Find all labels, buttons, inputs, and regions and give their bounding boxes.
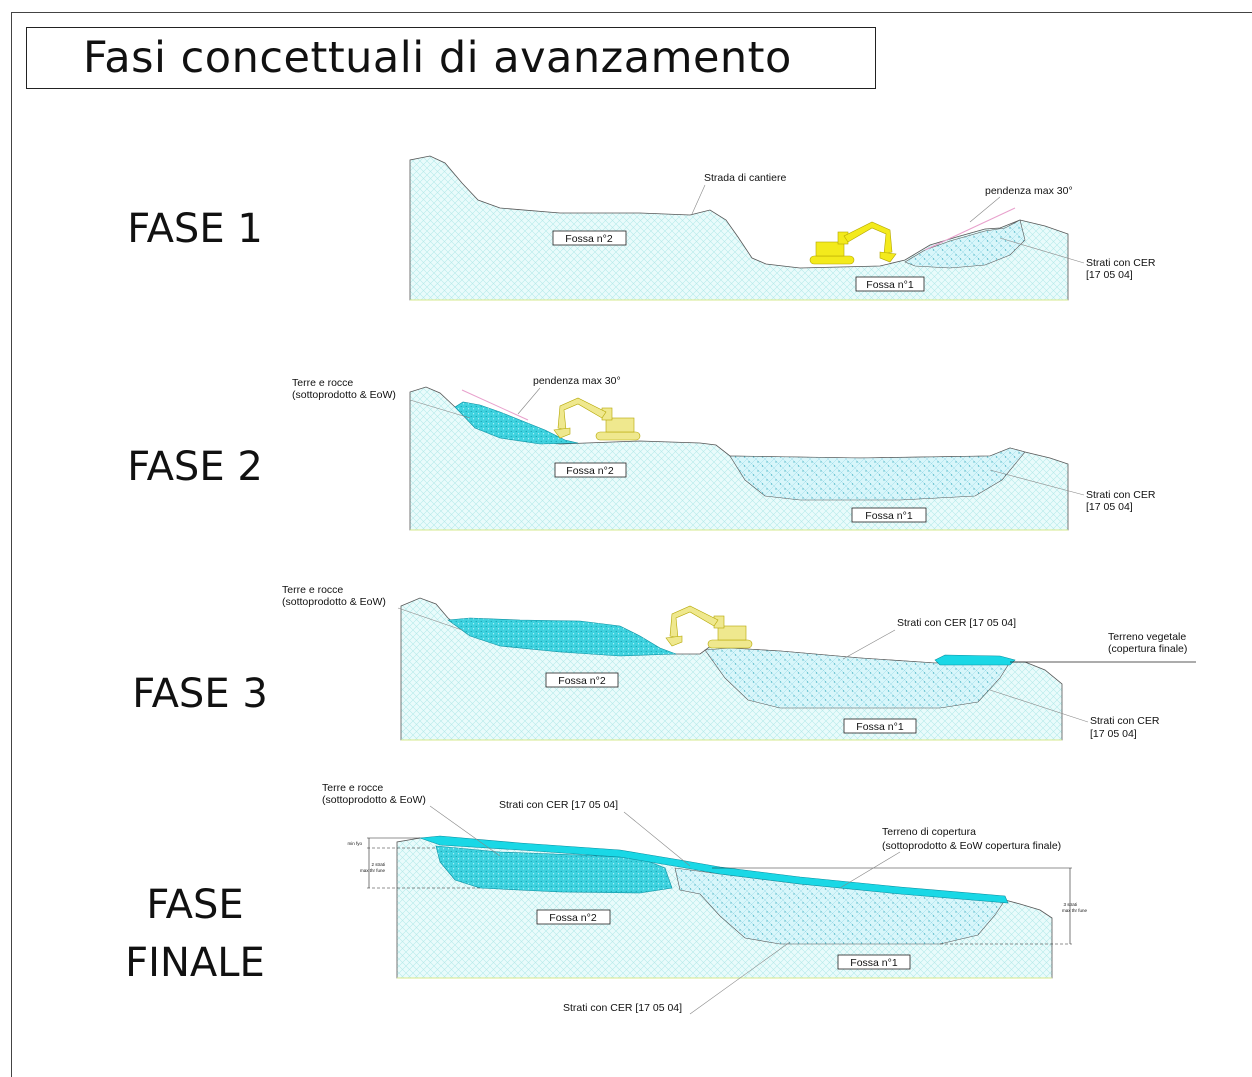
- phase-label-finale: FASE FINALE: [95, 876, 295, 992]
- phase-label-finale-line1: FASE: [146, 882, 244, 928]
- excavator-icon: [553, 397, 641, 441]
- label-fossa2-fase-3: Fossa n°2: [545, 672, 619, 688]
- label-fossa1-fase-1: Fossa n°1: [855, 276, 925, 292]
- label-strati-cer-fase-3-line2: [17 05 04]: [1090, 728, 1137, 740]
- slope-line-fase-2: [461, 389, 529, 421]
- svg-text:Fossa n°2: Fossa n°2: [566, 465, 614, 477]
- phase-label-finale-line2: FINALE: [125, 940, 265, 986]
- label-fossa2-fase-1: Fossa n°2: [552, 230, 627, 246]
- label-terre-rocce-fase-2-line1: Terre e rocce: [292, 377, 353, 389]
- label-fossa1-fase-finale: Fossa n°1: [837, 954, 911, 970]
- label-fossa2-fase-finale: Fossa n°2: [536, 909, 611, 925]
- label-terreno-vegetale-line2: (copertura finale): [1108, 643, 1187, 655]
- cer-layers-fase-1: [904, 219, 1026, 269]
- svg-text:Fossa n°2: Fossa n°2: [565, 233, 613, 245]
- label-strati-cer-fase-2-line2: [17 05 04]: [1086, 501, 1133, 513]
- page-title: Fasi concettuali di avanzamento: [83, 33, 792, 83]
- title-box: Fasi concettuali di avanzamento: [26, 27, 876, 89]
- svg-text:Fossa n°1: Fossa n°1: [865, 510, 913, 522]
- label-strati-cer-fase-3-inline: Strati con CER [17 05 04]: [897, 617, 1016, 629]
- ground-fase-1: [409, 155, 1069, 301]
- svg-text:Fossa n°1: Fossa n°1: [850, 957, 898, 969]
- eow-fill-fase-2: [454, 401, 579, 445]
- label-strati-cer-fase-2-line1: Strati con CER: [1086, 489, 1156, 501]
- label-dim-2strati-line2: max thr fune: [360, 868, 386, 873]
- label-terre-rocce-fase-3-line2: (sottoprodotto & EoW): [282, 596, 386, 608]
- section-fase-3: Terre e rocce (sottoprodotto & EoW) Stra…: [282, 584, 1196, 741]
- label-terreno-vegetale-line1: Terreno vegetale: [1108, 631, 1186, 643]
- label-strati-cer-fase-3-line1: Strati con CER: [1090, 715, 1160, 727]
- eow-fill-fase-3: [447, 617, 677, 657]
- section-fase-finale: min fyo 2 strati max thr fune 3 strati m…: [322, 782, 1088, 1015]
- label-dim-3strati-line2: max thr fune: [1062, 908, 1088, 913]
- label-fossa1-fase-2: Fossa n°1: [851, 507, 927, 523]
- label-strati-cer-fase-1-line1: Strati con CER: [1086, 257, 1156, 269]
- label-dim-min: min fyo: [347, 841, 362, 846]
- excavator-icon: [809, 221, 897, 265]
- terreno-vegetale-fase-3: [934, 654, 1016, 666]
- label-pendenza-fase-1: pendenza max 30°: [985, 185, 1073, 197]
- excavator-icon: [665, 605, 753, 649]
- label-dim-3strati-line1: 3 strati: [1063, 902, 1077, 907]
- cer-layers-fase-3: [704, 647, 1011, 709]
- section-fase-2: Terre e rocce (sottoprodotto & EoW) pend…: [292, 375, 1156, 531]
- eow-fill-fase-finale: [435, 845, 673, 894]
- drawing-frame: [11, 12, 1252, 1077]
- label-terre-rocce-finale-line1: Terre e rocce: [322, 782, 383, 794]
- label-strati-cer-fase-1-line2: [17 05 04]: [1086, 269, 1133, 281]
- label-terre-rocce-finale-line2: (sottoprodotto & EoW): [322, 794, 426, 806]
- phase-label-1: FASE 1: [127, 206, 263, 252]
- section-fase-1: Fossa n°2 Fossa n°1 Strada di cantiere p…: [409, 155, 1156, 301]
- phase-label-2: FASE 2: [127, 444, 263, 490]
- label-terreno-copertura-line1: Terreno di copertura: [882, 826, 976, 838]
- slope-line-fase-1: [924, 207, 1016, 251]
- label-pendenza-fase-2: pendenza max 30°: [533, 375, 621, 387]
- svg-text:Fossa n°1: Fossa n°1: [866, 279, 914, 291]
- label-strati-cer-finale-top: Strati con CER [17 05 04]: [499, 799, 618, 811]
- label-dim-2strati-line1: 2 strati: [371, 862, 385, 867]
- label-strati-cer-finale-bottom: Strati con CER [17 05 04]: [563, 1002, 682, 1014]
- label-fossa2-fase-2: Fossa n°2: [554, 462, 627, 478]
- label-terre-rocce-fase-3-line1: Terre e rocce: [282, 584, 343, 596]
- svg-text:Fossa n°1: Fossa n°1: [856, 721, 904, 733]
- phase-label-3: FASE 3: [132, 671, 268, 717]
- label-fossa1-fase-3: Fossa n°1: [843, 718, 917, 734]
- label-terre-rocce-fase-2-line2: (sottoprodotto & EoW): [292, 389, 396, 401]
- terreno-copertura-fase-finale: [419, 835, 1009, 904]
- cer-layers-fase-2: [729, 447, 1026, 501]
- label-strada-cantiere: Strada di cantiere: [704, 172, 786, 184]
- svg-text:Fossa n°2: Fossa n°2: [549, 912, 597, 924]
- svg-text:Fossa n°2: Fossa n°2: [558, 675, 606, 687]
- label-terreno-copertura-line2: (sottoprodotto & EoW copertura finale): [882, 840, 1061, 852]
